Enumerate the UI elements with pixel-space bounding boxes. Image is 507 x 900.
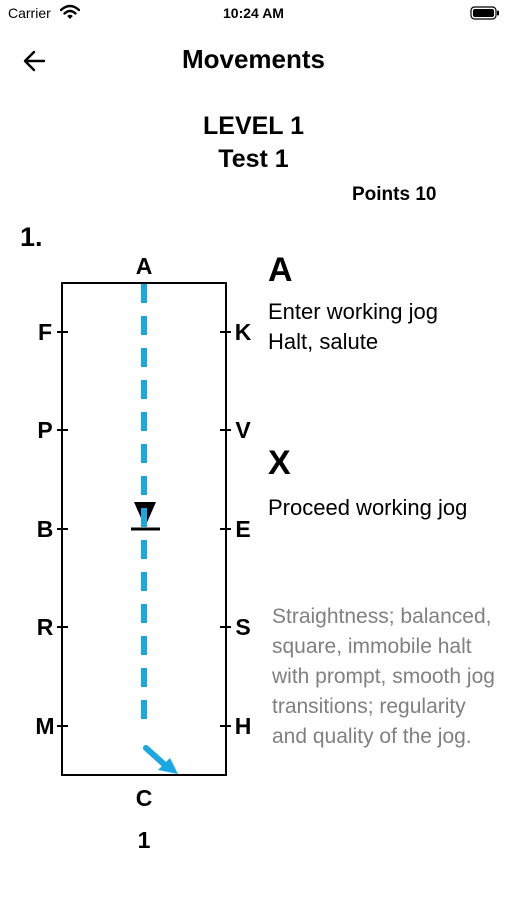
level-title: LEVEL 1 (203, 112, 304, 140)
carrier-label: Carrier (8, 5, 51, 21)
arena-letter-s: S (235, 614, 250, 640)
arena-footer-number: 1 (138, 827, 151, 853)
arena-letter-h: H (235, 713, 252, 739)
description-line: Halt, salute (268, 329, 379, 354)
movement-marker-x: X (268, 444, 291, 482)
arena-letter-k: K (235, 319, 252, 345)
arena-letter-p: P (37, 417, 52, 443)
movement-description-a: Enter working jog Halt, salute (268, 297, 438, 357)
arena-right-letters: K V E S H (220, 319, 252, 739)
status-bar: Carrier 10:24 AM (0, 0, 507, 30)
movement-description-x: Proceed working jog (268, 493, 467, 523)
arena-letter-m: M (35, 713, 54, 739)
battery-icon (470, 6, 499, 20)
description-line: Proceed working jog (268, 495, 468, 520)
movement-marker-a: A (268, 251, 293, 289)
arena-letter-f: F (38, 319, 52, 345)
arena-letter-bottom: C (136, 785, 153, 811)
movement-number: 1. (20, 222, 43, 252)
directive-text: Straightness; balanced, square, immobile… (272, 605, 495, 748)
back-button[interactable] (18, 46, 52, 76)
navigation-bar: Movements (0, 34, 507, 86)
path-arrow (143, 745, 178, 774)
arrow-left-icon (23, 50, 46, 72)
status-time: 10:24 AM (223, 5, 284, 21)
arena-letter-b: B (37, 516, 54, 542)
arena-left-letters: F P B R M (35, 319, 68, 739)
arena-diagram: A C 1 F P B R M K V E S H (35, 253, 252, 853)
page-title: Movements (181, 44, 326, 74)
arena-letter-e: E (235, 516, 250, 542)
test-title: Test 1 (218, 145, 289, 173)
wifi-icon (60, 4, 80, 19)
points-label: Points 10 (352, 184, 437, 205)
arena-letter-top: A (136, 253, 153, 279)
arena-letter-r: R (37, 614, 54, 640)
arena-letter-v: V (235, 417, 251, 443)
description-line: Enter working jog (268, 299, 438, 324)
